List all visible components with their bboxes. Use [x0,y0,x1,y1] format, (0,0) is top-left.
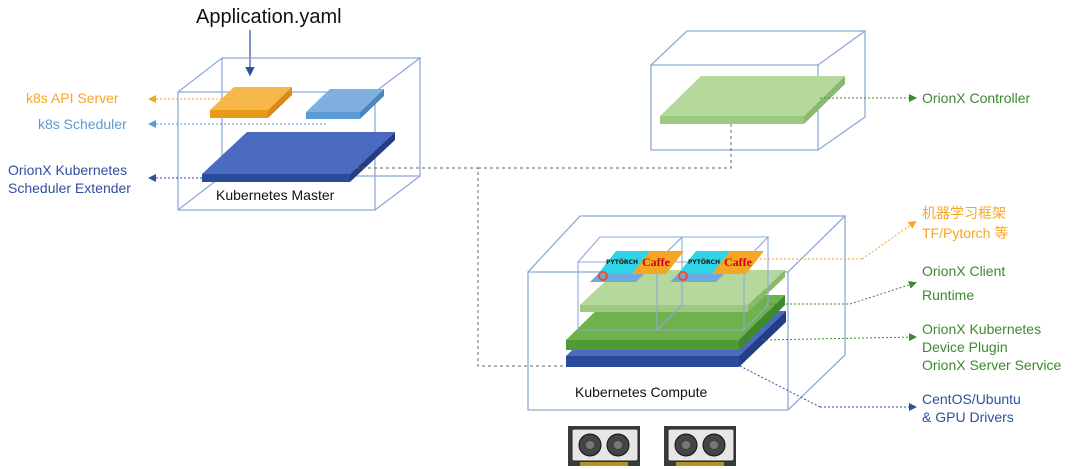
kubernetes-compute-label: Kubernetes Compute [575,384,708,400]
plugin-label-line2: Device Plugin [922,339,1008,355]
gpu-card-icon [568,426,640,466]
controller-plate [660,76,845,124]
master-compute-connector [350,167,566,367]
framework-label-line1: 机器学习框架 [922,205,1006,221]
client-label-line1: OrionX Client [922,263,1006,279]
api-server-plate [210,87,292,118]
extender-label-line1: OrionX Kubernetes [8,162,128,178]
extender-label-line2: Scheduler Extender [8,180,131,196]
plugin-label-line3: OrionX Server Service [922,357,1062,373]
plugin-arrow [761,333,917,342]
client-label-line2: Runtime [922,287,975,303]
os-arrow [739,365,821,408]
caffe-tag-1: Caffe [642,255,671,269]
controller-box [650,30,868,151]
gpu-card-icon [664,426,736,466]
framework-tags-1: PYTÖRCH Caffe [590,251,684,282]
controller-compute-connector [478,124,732,169]
framework-tags-2: PYTÖRCH Caffe [670,251,764,282]
os-label-line2: & GPU Drivers [922,409,1014,425]
orionx-controller-label: OrionX Controller [922,90,1031,106]
k8s-api-server-label: k8s API Server [26,90,119,106]
client-arrow-tail [849,281,917,305]
pytorch-tag-2: PYTÖRCH [688,259,720,266]
caffe-tag-2: Caffe [724,255,753,269]
framework-label-line2: TF/Pytorch 等 [922,225,1009,241]
plugin-label-line1: OrionX Kubernetes [922,321,1042,337]
os-label-line1: CentOS/Ubuntu [922,391,1021,407]
pytorch-logo-icon [678,271,688,281]
scheduler-plate [306,89,384,119]
k8s-scheduler-label: k8s Scheduler [38,116,127,132]
kubernetes-master-label: Kubernetes Master [216,187,335,203]
application-yaml-title: Application.yaml [196,6,342,28]
master-plate [202,132,395,182]
framework-arrow-tail [861,220,917,260]
pytorch-tag-1: PYTÖRCH [606,259,638,266]
pytorch-logo-icon [598,271,608,281]
